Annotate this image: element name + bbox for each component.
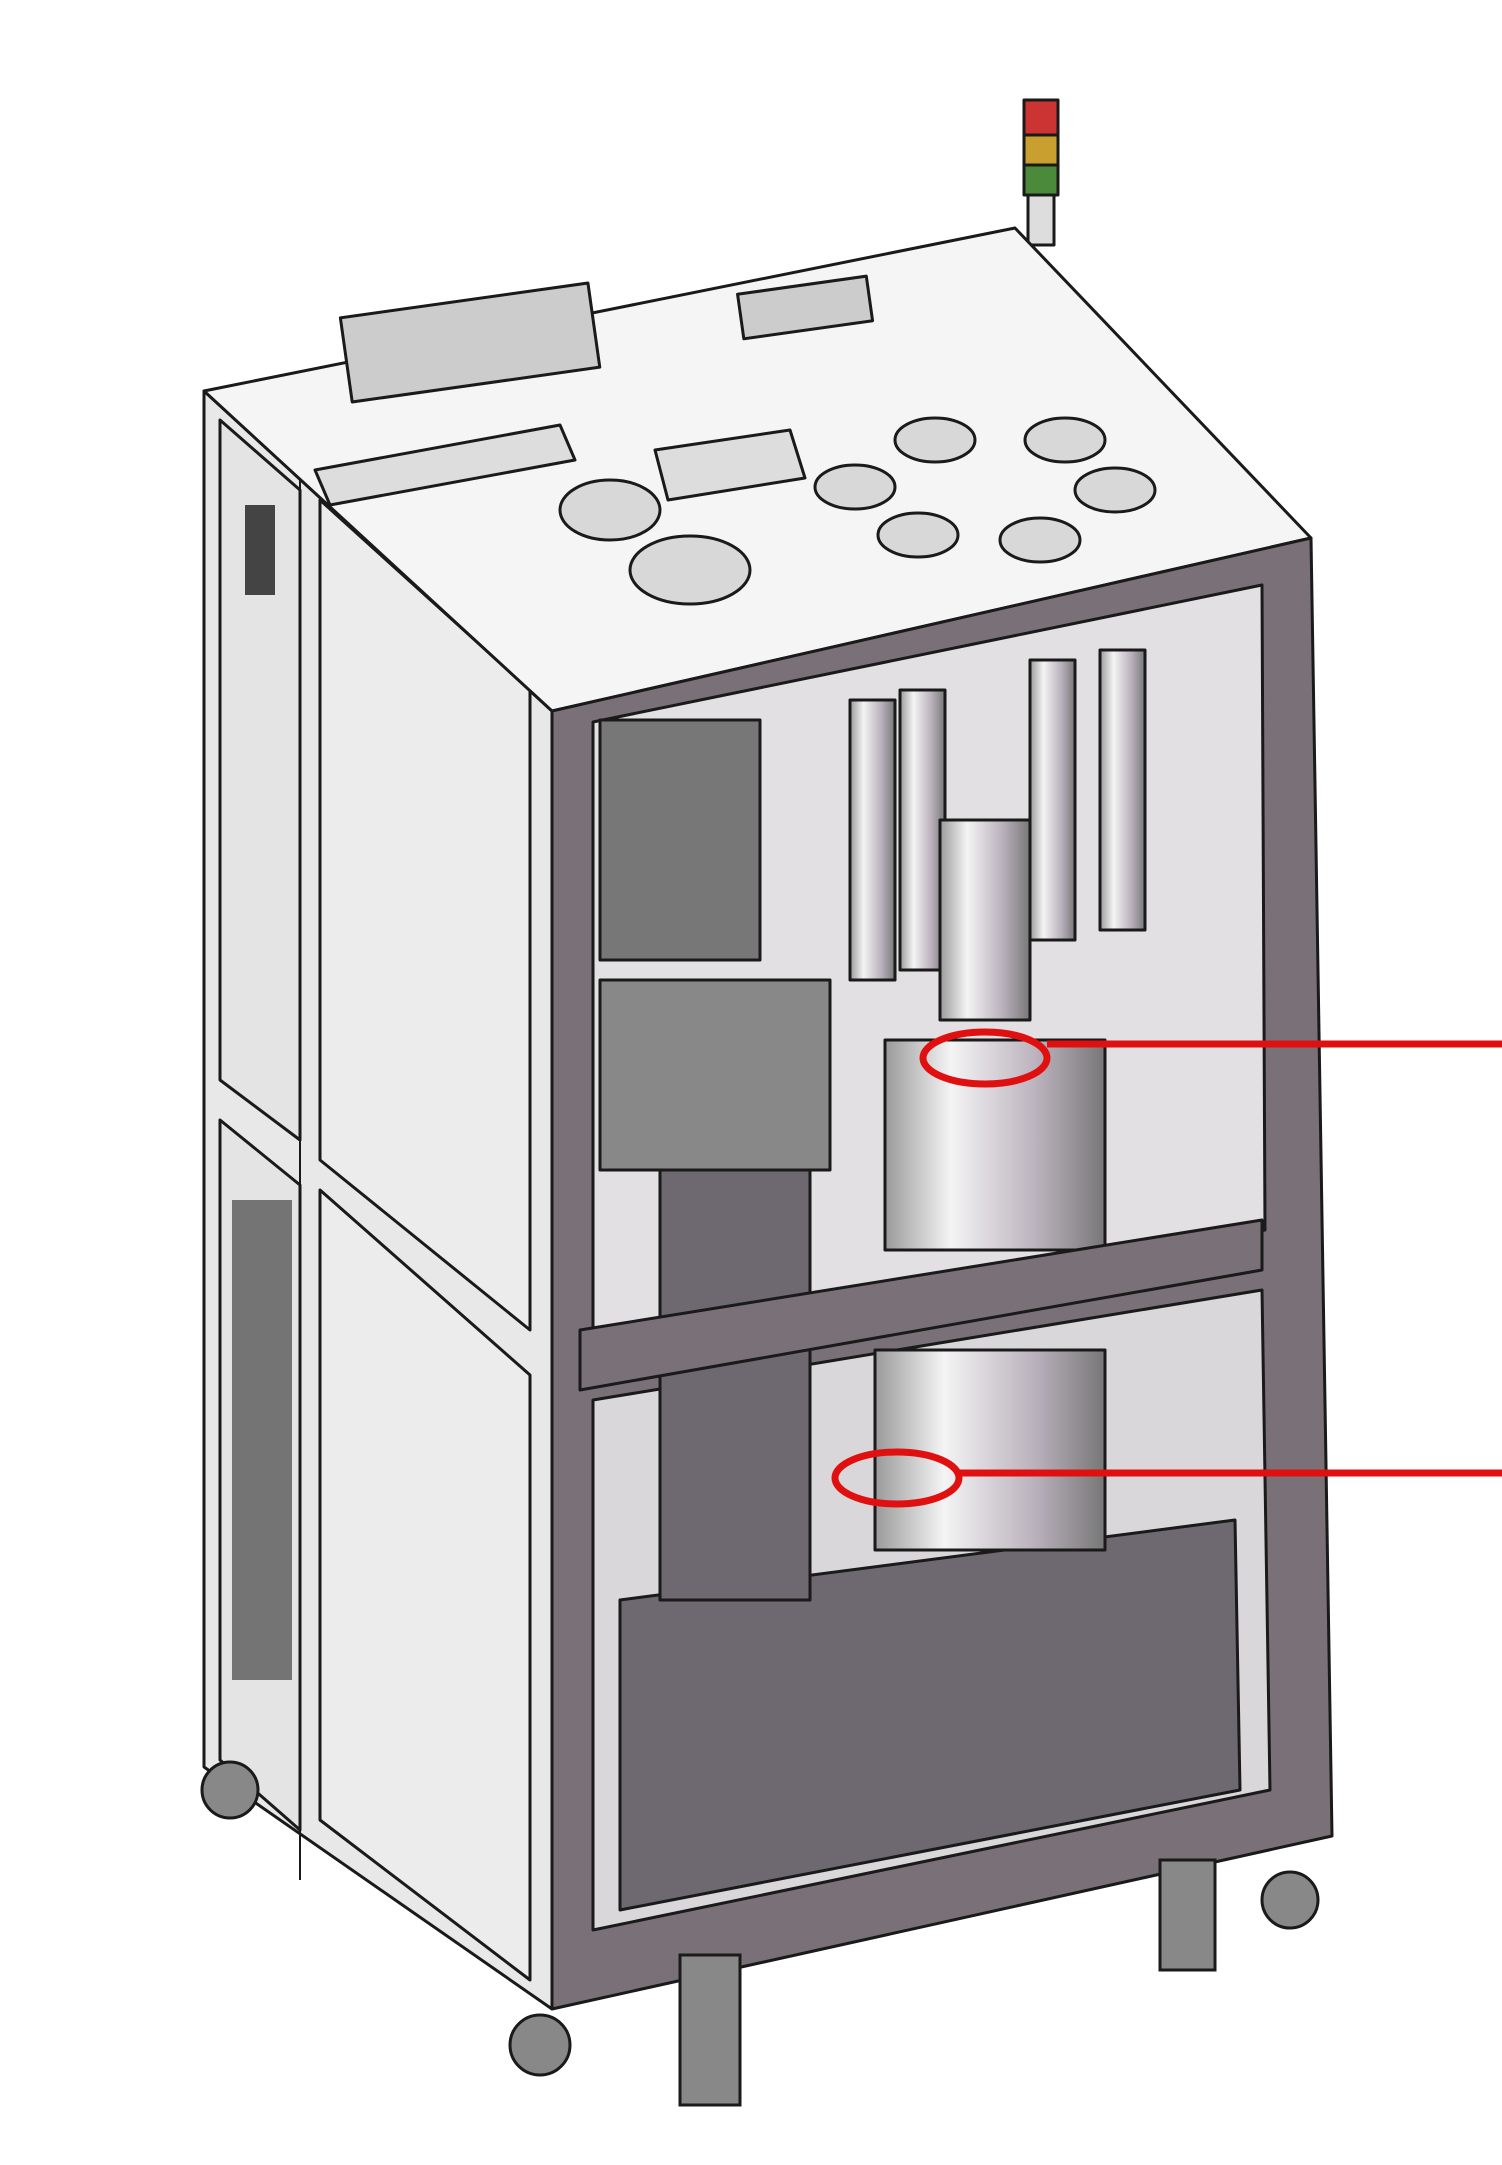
callout-circle (831, 1448, 963, 1508)
signal-tower (1022, 98, 1060, 247)
callout-upper (919, 1028, 1502, 1088)
callout-lower (831, 1448, 1502, 1508)
callout-circle (919, 1028, 1051, 1088)
top-ports (558, 416, 1157, 606)
vent-louvers (232, 505, 292, 1680)
casters (200, 1760, 1320, 2107)
